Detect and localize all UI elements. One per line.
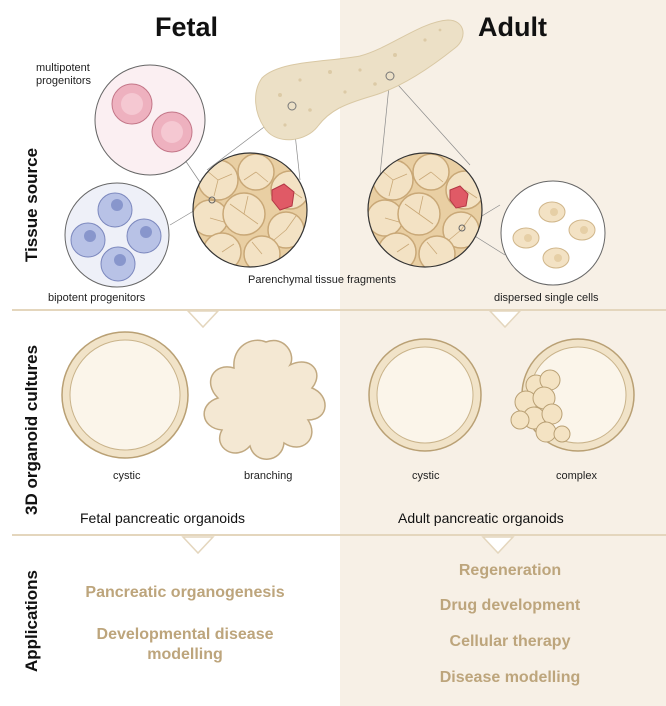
adult-complex-organoid: [510, 338, 635, 452]
adult-application-item: Cellular therapy: [449, 633, 571, 650]
fetal-branching-label: branching: [244, 470, 293, 482]
adult-application-item: Drug development: [439, 597, 581, 614]
bipotent-progenitors-circle: [64, 182, 170, 288]
dispersed-single-cells-circle: [500, 180, 606, 286]
dispersed-single-cells-label: dispersed single cells: [494, 292, 599, 304]
bipotent-progenitors-label: bipotent progenitors: [48, 292, 146, 304]
fetal-branching-organoid: [203, 339, 326, 460]
fetal-application-item: Developmental disease modelling: [96, 626, 274, 663]
fetal-column-heading: Fetal: [155, 12, 219, 42]
fetal-cystic-label: cystic: [113, 470, 141, 482]
adult-cystic-organoid: [368, 338, 482, 452]
fetal-application-item: Pancreatic organogenesis: [85, 584, 285, 601]
fetal-cystic-organoid: [61, 331, 189, 459]
fetal-parenchymal-fragment: [192, 152, 308, 268]
adult-column-heading: Adult: [478, 12, 547, 42]
adult-complex-label: complex: [556, 470, 597, 482]
multipotent-progenitors-label: multipotent progenitors: [36, 62, 92, 87]
adult-parenchymal-fragment: [367, 152, 483, 268]
parenchymal-fragments-label: Parenchymal tissue fragments: [248, 274, 396, 286]
adult-organoids-title: Adult pancreatic organoids: [398, 510, 564, 526]
row-label-tissue-source: Tissue source: [22, 147, 41, 262]
section-dividers: [12, 309, 666, 536]
flow-arrows: [181, 310, 522, 555]
row-label-organoid-cultures: 3D organoid cultures: [22, 344, 41, 515]
fetal-organoids-title: Fetal pancreatic organoids: [80, 510, 245, 526]
adult-application-item: Regeneration: [458, 562, 562, 579]
adult-application-item: Disease modelling: [439, 669, 581, 686]
row-label-applications: Applications: [22, 569, 41, 672]
adult-cystic-label: cystic: [412, 470, 440, 482]
pancreas-illustration: [255, 19, 464, 141]
multipotent-progenitors-circle: [94, 64, 206, 176]
